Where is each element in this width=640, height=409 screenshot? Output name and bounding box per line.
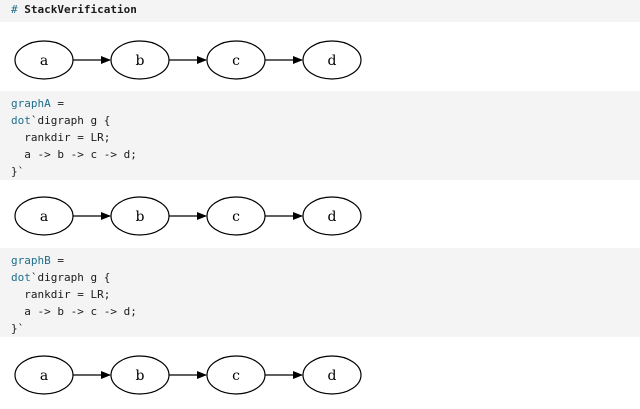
code-line: }` [11,322,25,335]
graph-node: a [14,40,74,80]
node-label: b [136,53,145,69]
graph-node: d [302,40,362,80]
graph-node: a [14,196,74,236]
node-label: b [136,368,145,384]
code-line: graphB = [11,252,640,269]
variable-name: graphA [11,97,51,110]
digraph-open: `digraph g { [30,114,111,127]
code-cell[interactable]: graphB = dot`digraph g { rankdir = LR; a… [0,248,640,337]
graph-output: a b c d [0,28,640,94]
notebook-title: StackVerification [24,3,137,16]
digraph-open: `digraph g { [30,271,111,284]
node-label: a [40,209,48,225]
code-line: dot`digraph g { [11,269,640,286]
graph-svg: a b c d [14,196,362,236]
graph-node: b [110,355,170,395]
graph-node: d [302,196,362,236]
graph-svg: a b c d [14,355,362,395]
graph-node: c [206,196,266,236]
code-line: rankdir = LR; [11,131,111,144]
code-line: a -> b -> c -> d; [11,305,137,318]
graph-output: a b c d [0,184,640,250]
graph-node: d [302,355,362,395]
node-label: d [328,53,337,69]
graph-node: a [14,355,74,395]
graph-node: b [110,40,170,80]
code-line: rankdir = LR; [11,288,111,301]
graph-node: c [206,355,266,395]
node-label: a [40,53,48,69]
graph-node: c [206,40,266,80]
node-label: c [232,53,240,69]
variable-name: graphB [11,254,51,267]
code-line: dot`digraph g { [11,112,640,129]
assign-operator: = [50,97,64,110]
template-tag: dot [11,271,31,284]
template-tag: dot [11,114,31,127]
node-label: c [232,209,240,225]
graph-node: b [110,196,170,236]
node-label: c [232,368,240,384]
code-line: a -> b -> c -> d; [11,148,137,161]
code-cell[interactable]: graphA = dot`digraph g { rankdir = LR; a… [0,91,640,180]
markdown-hash: # [11,3,18,16]
graph-output: a b c d [0,343,640,409]
node-label: d [328,209,337,225]
graph-svg: a b c d [14,40,362,80]
node-label: d [328,368,337,384]
node-label: a [40,368,48,384]
assign-operator: = [50,254,64,267]
node-label: b [136,209,145,225]
code-line: }` [11,165,25,178]
cell-title: # StackVerification [0,0,640,22]
code-line: graphA = [11,95,640,112]
